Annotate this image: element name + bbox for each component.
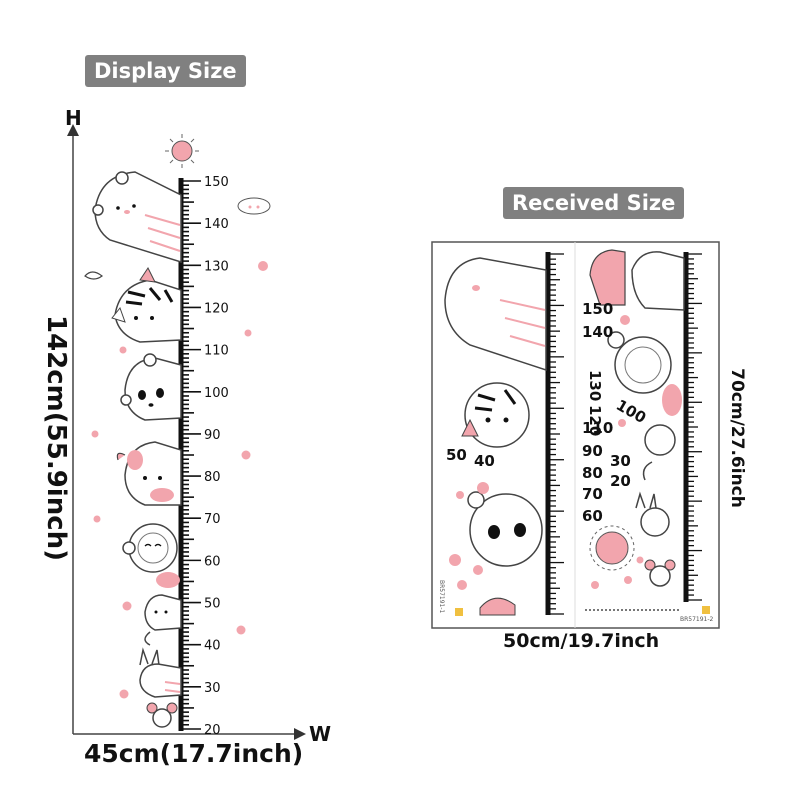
ruler-label: 30 [204,681,221,696]
sheet1-logo-icon [455,608,463,616]
sheet-number: 110 [582,419,613,437]
sheet2-cow-illustration [589,249,626,306]
cow-illustration [116,441,182,506]
ruler-label: 50 [204,597,221,612]
sheet-number: 30 [610,452,631,470]
bird-illustration [84,271,103,280]
ruler-label: 80 [204,470,221,485]
sheet2-code: BR57191-2 [680,616,714,623]
cloud-decoration [237,197,271,215]
ruler-label: 100 [204,386,229,401]
sheet-number: 150 [582,300,613,318]
sheet1-flowers [449,482,489,590]
display-width-label: 45cm(17.7inch) [84,739,304,768]
ruler-label: 90 [204,428,221,443]
sheet-number: 120 [586,405,604,436]
sheet-number: 60 [582,507,603,525]
ruler-label: 40 [204,639,221,654]
sheet-number: 50 [446,446,467,464]
sheet-number: 70 [582,485,603,503]
sheet2-mouse-illustration [644,559,676,587]
sheet2-monkey-illustration [607,331,682,416]
ruler-label: 120 [204,301,229,316]
sheet2-rabbit-illustration [635,491,670,537]
display-size-badge: Display Size [85,55,246,88]
bear-illustration [92,171,182,264]
sheet1-code: BR57191-1 [438,580,445,614]
sheet1-cat-illustration [461,382,530,448]
small-cat-illustration [144,594,182,646]
ruler-label: 140 [204,217,229,232]
ruler-label: 60 [204,554,221,569]
sheet1-ruler-ticks [550,253,564,615]
display-ruler-labels: 150 140 130 120 110 100 90 80 70 60 50 40 30 20 [204,175,229,738]
sheet2-sun-illustration [589,525,635,571]
ruler-label: 110 [204,344,229,359]
sheet-number: 140 [582,323,613,341]
ruler-label: 70 [204,512,221,527]
display-ruler: 150 140 130 120 110 100 90 80 70 60 50 40 30 20 [178,175,229,738]
sheet-number: 80 [582,464,603,482]
sheet2-flowers [591,315,644,589]
ruler-label: 20 [204,723,221,738]
panda-illustration [120,353,182,421]
ruler-label: 150 [204,175,229,190]
display-ruler-ticks [181,180,201,730]
sheet-number: 130 [586,370,604,401]
sheet1-numbers: 50 40 [446,446,495,470]
sheet1-bear-illustration [444,257,547,372]
flower-decorations [91,261,268,699]
mouse-illustration [146,702,178,728]
sheet-number: 20 [610,472,631,490]
received-size-badge: Received Size [503,187,685,220]
sheet2-small-cat-illustration [642,424,676,481]
sun-decoration [165,134,199,168]
sheet-number: 40 [474,452,495,470]
ruler-label: 130 [204,259,229,274]
sheet1-panda-illustration [467,491,543,567]
sheet-number: 90 [582,442,603,460]
sheet2-ruler-ticks [688,253,702,601]
sheet2-logo-icon [702,606,710,614]
rabbit-illustration [139,647,182,698]
received-width-label: 50cm/19.7inch [503,630,660,652]
cat-illustration [111,267,182,343]
monkey-illustration [122,523,180,588]
width-axis-letter: W [309,722,332,746]
